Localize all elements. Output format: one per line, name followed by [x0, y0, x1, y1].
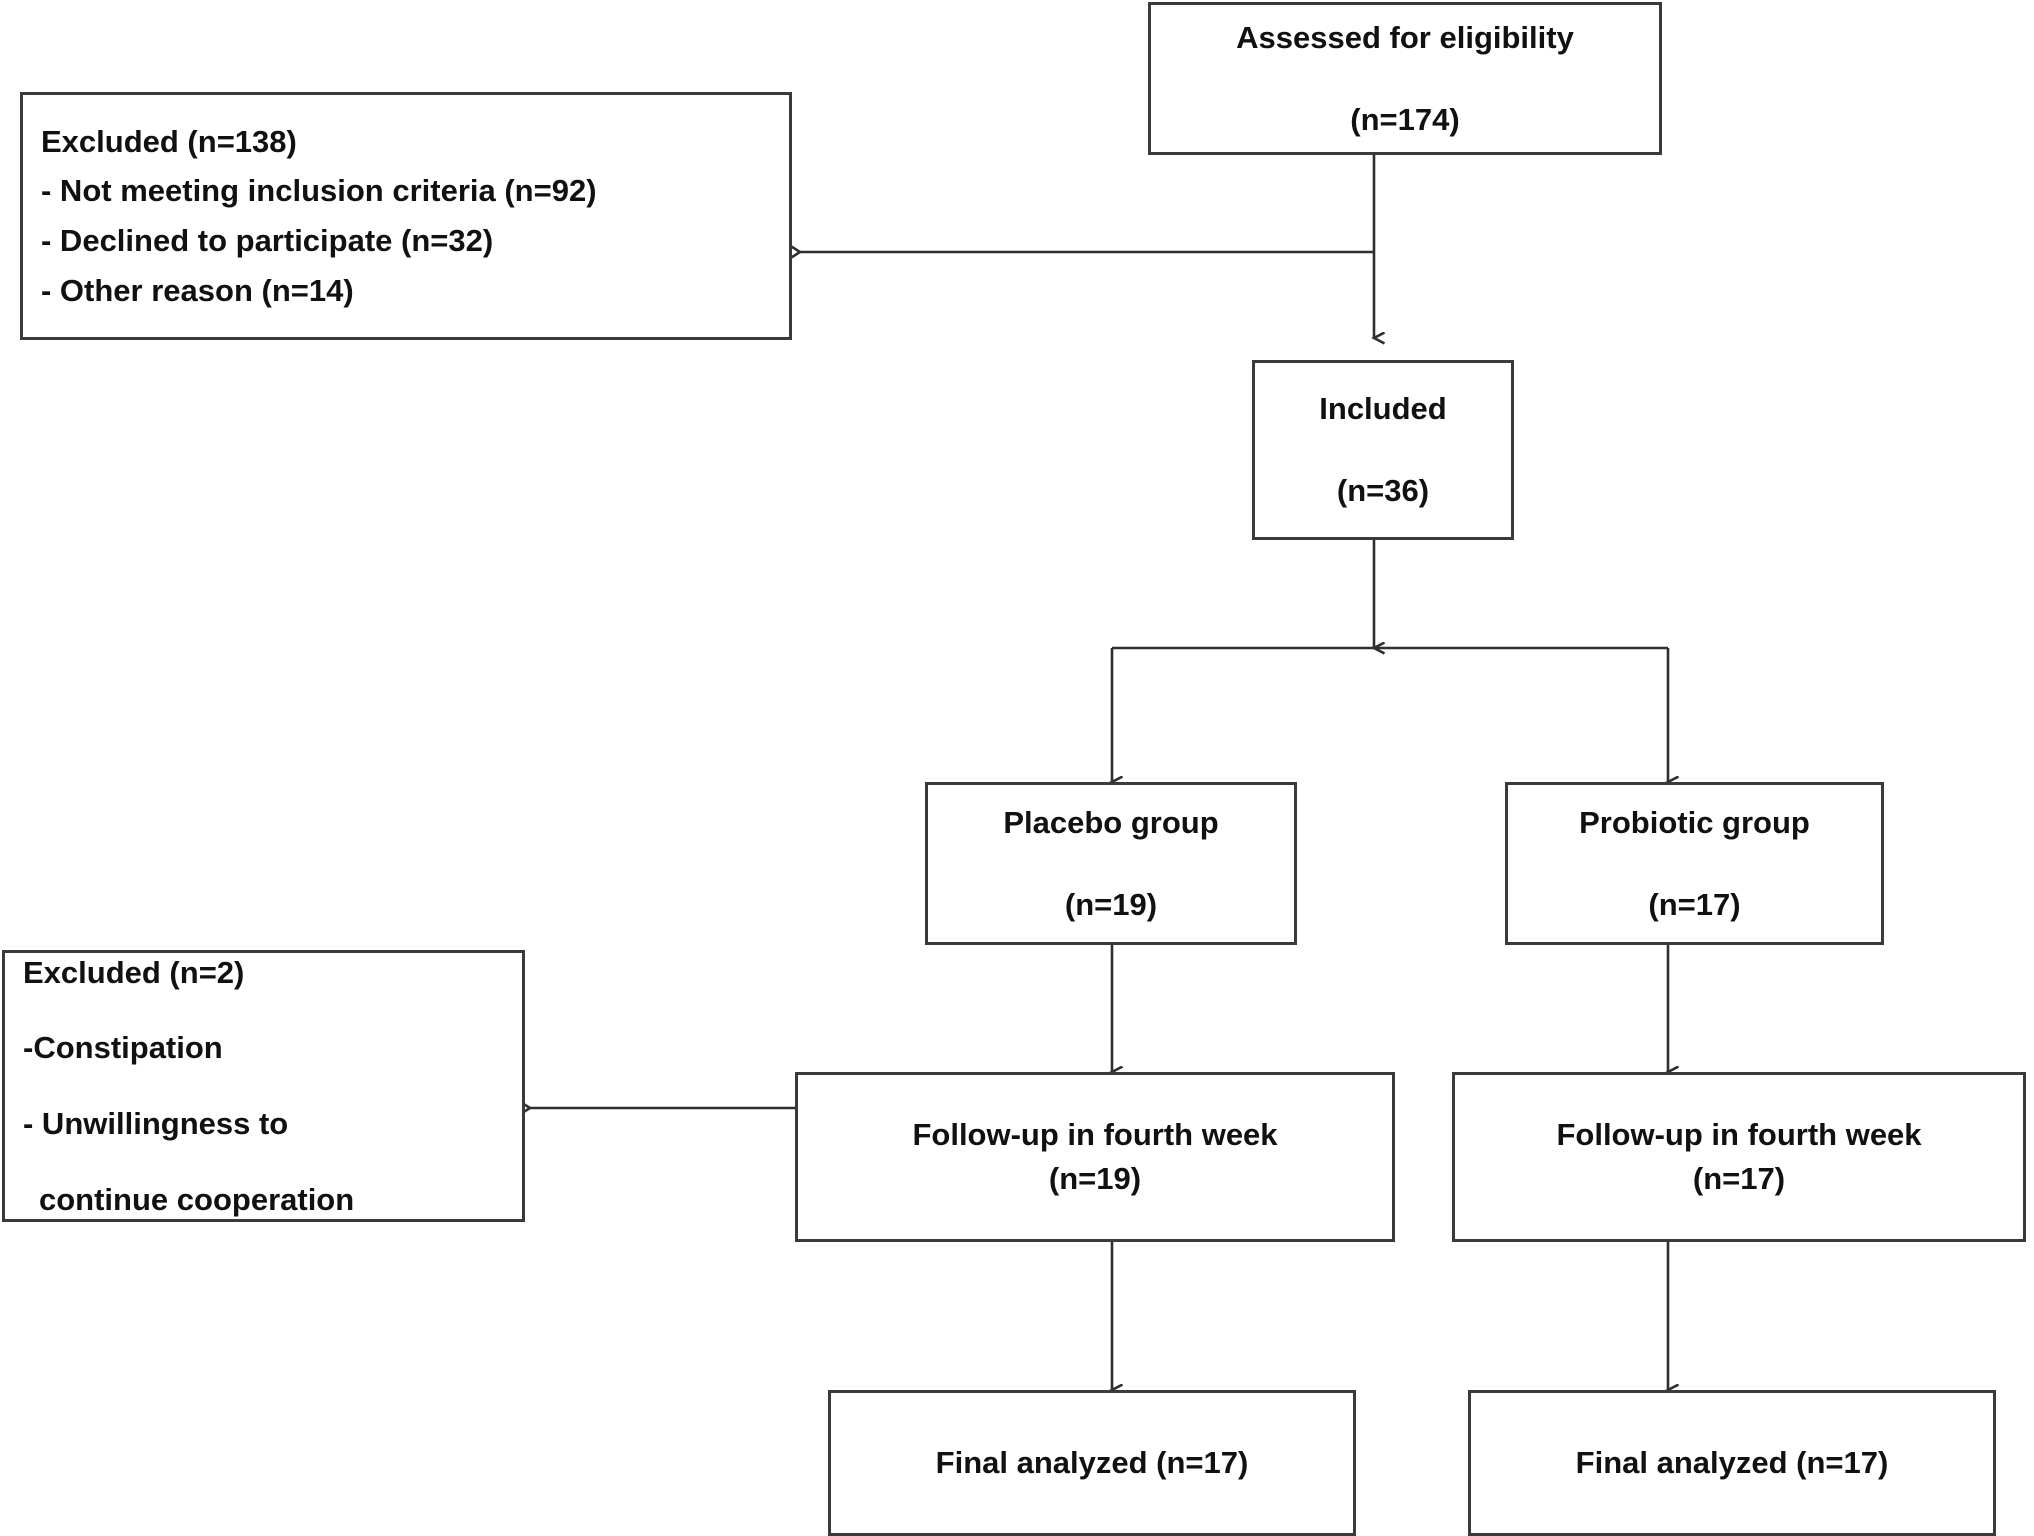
probiotic-group-title: Probiotic group [1579, 804, 1810, 840]
node-final-analyzed-placebo: Final analyzed (n=17) [828, 1390, 1356, 1536]
included-title: Included [1319, 391, 1447, 427]
node-excluded-followup: Excluded (n=2) -Constipation - Unwilling… [2, 950, 525, 1222]
excluded-followup-reason-2-continued: continue cooperation [39, 1181, 355, 1217]
excluded-screening-heading: Excluded (n=138) [41, 123, 297, 159]
node-followup-probiotic: Follow-up in fourth week (n=17) [1452, 1072, 2026, 1242]
node-probiotic-group: Probiotic group (n=17) [1505, 782, 1884, 945]
node-final-analyzed-probiotic: Final analyzed (n=17) [1468, 1390, 1996, 1536]
followup-probiotic-title: Follow-up in fourth week [1556, 1117, 1922, 1153]
excluded-followup-reason-1: -Constipation [23, 1030, 223, 1066]
final-analyzed-probiotic-label: Final analyzed (n=17) [1575, 1445, 1889, 1481]
assessed-title: Assessed for eligibility [1236, 19, 1574, 55]
placebo-group-title: Placebo group [1003, 804, 1219, 840]
excluded-screening-reason-3: - Other reason (n=14) [41, 272, 354, 308]
node-followup-placebo: Follow-up in fourth week (n=19) [795, 1072, 1395, 1242]
final-analyzed-placebo-label: Final analyzed (n=17) [935, 1445, 1249, 1481]
followup-placebo-count: (n=19) [1048, 1161, 1142, 1196]
node-placebo-group: Placebo group (n=19) [925, 782, 1297, 945]
connector-included-to-split [1112, 540, 1668, 782]
excluded-followup-heading: Excluded (n=2) [23, 954, 245, 990]
excluded-screening-reason-2: - Declined to participate (n=32) [41, 223, 494, 258]
excluded-followup-reason-2: - Unwillingness to [23, 1106, 289, 1141]
node-excluded-screening: Excluded (n=138) - Not meeting inclusion… [20, 92, 792, 340]
assessed-count: (n=174) [1350, 101, 1460, 137]
included-count: (n=36) [1336, 473, 1430, 508]
followup-probiotic-count: (n=17) [1692, 1161, 1786, 1196]
placebo-group-count: (n=19) [1064, 886, 1158, 922]
excluded-screening-reason-1: - Not meeting inclusion criteria (n=92) [41, 173, 597, 209]
node-assessed-for-eligibility: Assessed for eligibility (n=174) [1148, 2, 1662, 155]
node-included: Included (n=36) [1252, 360, 1514, 540]
followup-placebo-title: Follow-up in fourth week [912, 1117, 1278, 1153]
probiotic-group-count: (n=17) [1648, 886, 1741, 922]
